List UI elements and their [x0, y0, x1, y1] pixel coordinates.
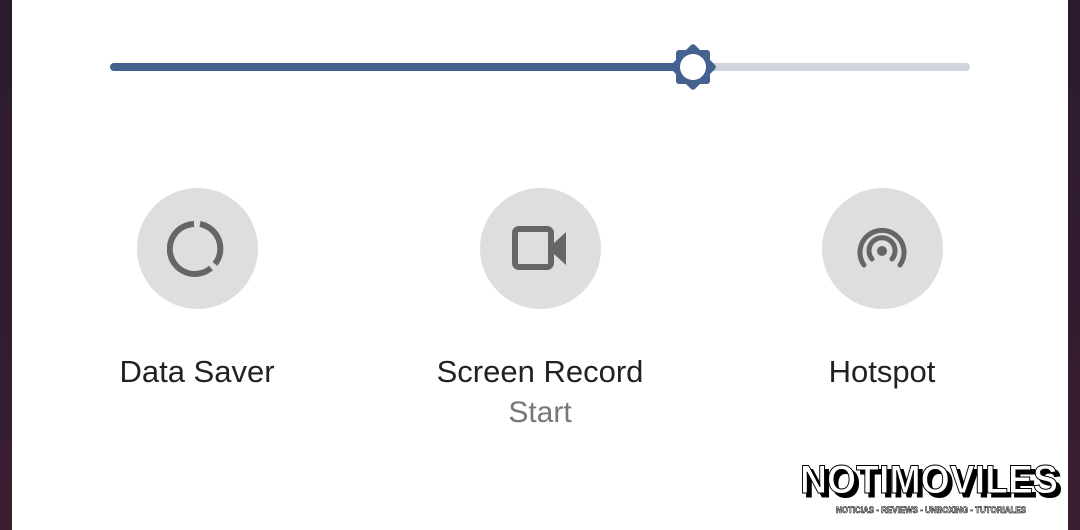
tile-label: Hotspot [828, 354, 936, 389]
slider-fill [110, 63, 694, 71]
tile-label: Screen Record [436, 354, 644, 389]
tile-secondary-label: Start [508, 396, 572, 429]
screen-record-icon [512, 225, 566, 270]
tile-label: Data Saver [119, 354, 275, 389]
brightness-icon[interactable] [664, 38, 722, 96]
tile-screen-record[interactable]: Screen Record Start [420, 188, 660, 430]
tile-data-saver[interactable]: Data Saver [77, 188, 317, 390]
screen-record-button[interactable] [479, 188, 601, 309]
brightness-slider[interactable] [110, 44, 970, 90]
watermark-tagline: NOTICIAS - REVIEWS - UNBOXING - TUTORIAL… [836, 505, 1026, 515]
watermark-title: NOTIMOVILES [800, 458, 1058, 502]
hotspot-button[interactable] [821, 188, 943, 309]
tile-hotspot[interactable]: Hotspot [762, 188, 1002, 390]
hotspot-icon [857, 227, 907, 267]
data-saver-button[interactable] [136, 188, 258, 309]
data-saver-icon [167, 220, 224, 277]
watermark-logo: NOTIMOVILES NOTICIAS - REVIEWS - UNBOXIN… [800, 458, 1059, 515]
